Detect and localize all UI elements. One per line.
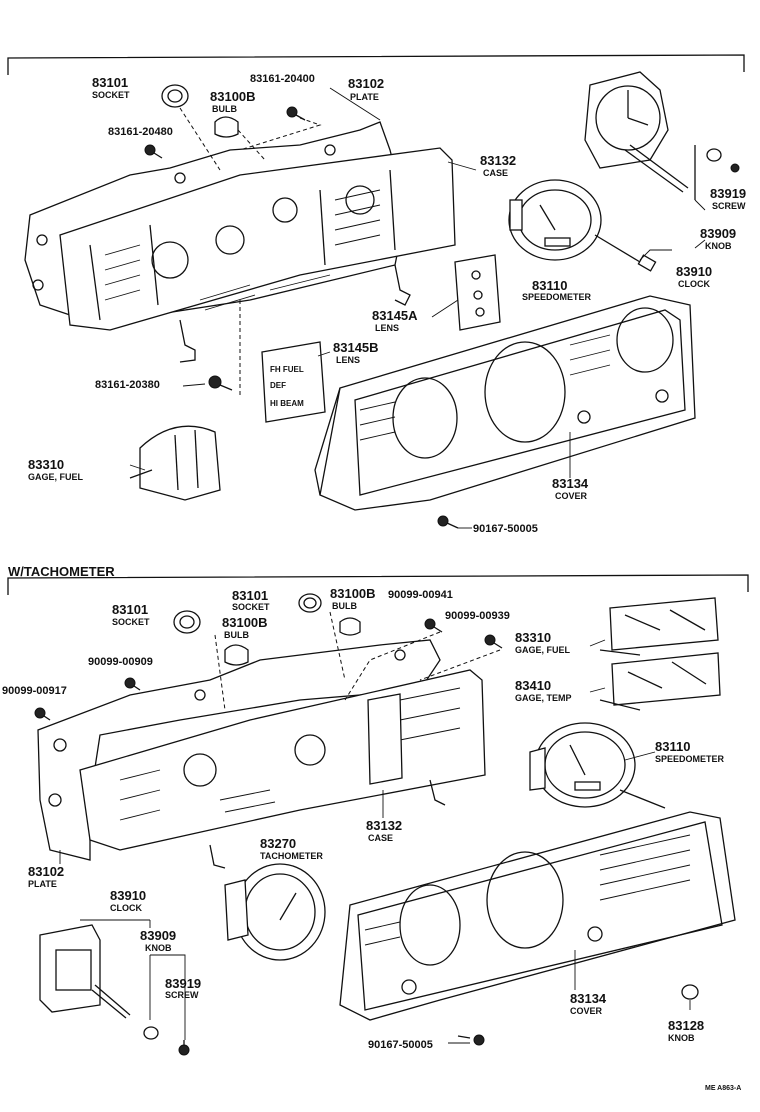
- label-screw-name: SCREW: [712, 201, 746, 211]
- label-cover-num: 83134: [570, 991, 607, 1006]
- label-screw-num: 83919: [165, 976, 201, 991]
- label-cover-screw: 90167-50005: [368, 1039, 433, 1051]
- tachometer-drawing: [224, 863, 326, 961]
- label-case-name: CASE: [483, 168, 508, 178]
- label-bulb1-num: 83100B: [222, 615, 268, 630]
- label-lens-a-num: 83145A: [372, 308, 418, 323]
- section-title: W/TACHOMETER: [8, 564, 115, 579]
- label-plate-name: PLATE: [350, 92, 379, 102]
- label-clock-name: CLOCK: [110, 903, 142, 913]
- label-case-num: 83132: [366, 818, 402, 833]
- label-fuel-num: 83310: [515, 630, 551, 645]
- label-knob2-num: 83128: [668, 1018, 704, 1033]
- label-screw-num: 83919: [710, 186, 746, 201]
- label-screw-939: 90099-00939: [445, 610, 510, 622]
- lens-b-text-2: DEF: [270, 381, 286, 390]
- socket-icon: [161, 84, 189, 108]
- socket-icon: [173, 593, 322, 634]
- label-bulb-num: 83100B: [210, 89, 256, 104]
- temp-gage-drawing: [599, 652, 721, 711]
- fuel-gage-drawing: [129, 425, 221, 501]
- label-speedometer-num: 83110: [655, 739, 690, 754]
- label-fuel-num: 83310: [28, 457, 64, 472]
- label-speedometer-num: 83110: [532, 278, 567, 293]
- label-speedometer-name: SPEEDOMETER: [655, 754, 725, 764]
- label-tachometer-num: 83270: [260, 836, 296, 851]
- label-plate-num: 83102: [28, 864, 64, 879]
- section-tachometer: W/TACHOMETER: [2, 564, 749, 1092]
- label-temp-num: 83410: [515, 678, 551, 693]
- label-bulb2-name: BULB: [332, 601, 357, 611]
- lens-b-text-3: HI BEAM: [270, 399, 304, 408]
- label-knob-name: KNOB: [705, 241, 732, 251]
- label-bulb1-name: BULB: [224, 630, 249, 640]
- label-clock-num: 83910: [676, 264, 712, 279]
- label-knob-num: 83909: [140, 928, 176, 943]
- label-socket1-name: SOCKET: [112, 617, 150, 627]
- label-plate-num: 83102: [348, 76, 384, 91]
- label-cover-name: COVER: [555, 491, 588, 501]
- knob-icon: [143, 984, 699, 1040]
- label-socket-num: 83101: [92, 75, 128, 90]
- lens-b-text-1: FH FUEL: [270, 365, 304, 374]
- label-temp-name: GAGE, TEMP: [515, 693, 572, 703]
- label-screw-909: 90099-00909: [88, 656, 153, 668]
- label-knob-name: KNOB: [145, 943, 172, 953]
- label-lens-a-name: LENS: [375, 323, 399, 333]
- label-case-name: CASE: [368, 833, 393, 843]
- label-cover-name: COVER: [570, 1006, 603, 1016]
- label-tachometer-name: TACHOMETER: [260, 851, 323, 861]
- speedometer-drawing: [529, 722, 666, 809]
- screw-icon: [34, 618, 503, 1056]
- label-clock-name: CLOCK: [678, 279, 710, 289]
- label-screw-a: 83161-20400: [250, 73, 315, 85]
- label-fuel-name: GAGE, FUEL: [28, 472, 84, 482]
- clock-drawing: [39, 924, 131, 1019]
- label-fuel-name: GAGE, FUEL: [515, 645, 571, 655]
- label-socket2-num: 83101: [232, 588, 268, 603]
- lens-b-drawing: FH FUEL DEF HI BEAM: [261, 341, 326, 423]
- label-screw-name: SCREW: [165, 990, 199, 1000]
- section-standard: FH FUEL DEF HI BEAM 83101: [7, 54, 746, 535]
- label-plate-name: PLATE: [28, 879, 57, 889]
- label-clock-num: 83910: [110, 888, 146, 903]
- label-screw-941: 90099-00941: [388, 589, 453, 601]
- cover-drawing: [314, 295, 696, 511]
- label-case-num: 83132: [480, 153, 516, 168]
- case-drawing: [79, 669, 486, 869]
- case-drawing: [59, 147, 456, 363]
- label-screw-b: 83161-20480: [108, 126, 173, 138]
- label-bulb-name: BULB: [212, 104, 237, 114]
- label-socket1-num: 83101: [112, 602, 148, 617]
- label-cover-num: 83134: [552, 476, 589, 491]
- clock-drawing: [584, 71, 740, 200]
- label-bulb2-num: 83100B: [330, 586, 376, 601]
- label-knob2-name: KNOB: [668, 1033, 695, 1043]
- bulb-icon: [224, 617, 361, 666]
- label-screw-917: 90099-00917: [2, 685, 67, 697]
- label-socket2-name: SOCKET: [232, 602, 270, 612]
- label-lens-b-name: LENS: [336, 355, 360, 365]
- label-screw-c: 83161-20380: [95, 379, 160, 391]
- label-cover-screw: 90167-50005: [473, 523, 538, 535]
- label-lens-b-num: 83145B: [333, 340, 379, 355]
- footer-code: ME A863-A: [705, 1085, 741, 1092]
- label-knob-num: 83909: [700, 226, 736, 241]
- screw-icon: [144, 106, 459, 529]
- fuel-gage-drawing: [599, 597, 719, 656]
- cover-drawing: [339, 811, 736, 1021]
- speedometer-drawing: [508, 179, 657, 272]
- lens-a-drawing: [454, 254, 501, 331]
- bulb-icon: [214, 116, 239, 138]
- label-speedometer-name: SPEEDOMETER: [522, 292, 592, 302]
- label-socket-name: SOCKET: [92, 90, 130, 100]
